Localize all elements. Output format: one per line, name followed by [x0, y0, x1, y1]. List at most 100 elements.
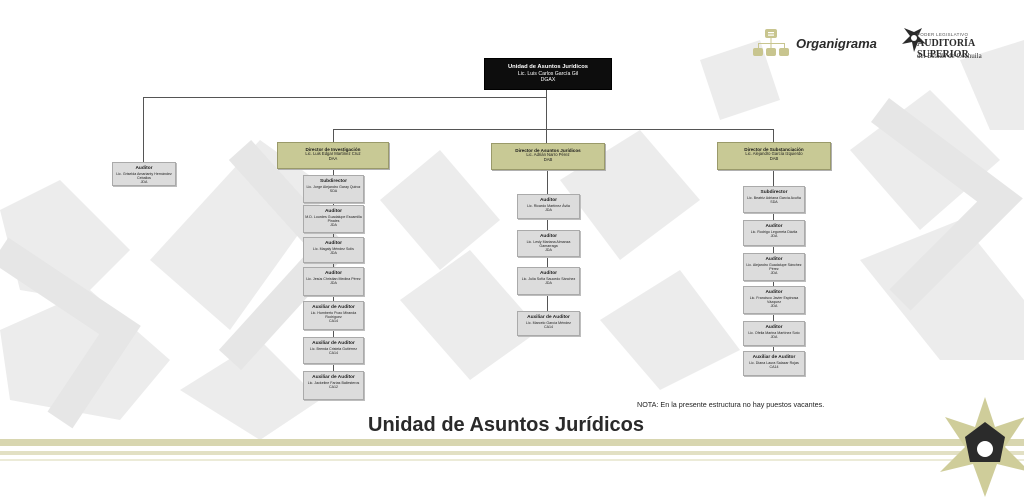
node-title: Auditor: [539, 198, 558, 203]
node-code: JDA: [770, 233, 778, 238]
staff-box: Auditor Lic. Ofelia Marina Martínez Soto…: [743, 321, 805, 346]
staff-box: Auditor Lic. Rodrigo Legorreta Dávila JD…: [743, 220, 805, 246]
staff-box: Auditor Lic. Magaly Méndez Solís JDA: [303, 237, 364, 263]
node-code: JDA: [330, 223, 337, 228]
node-name: Lic. Francisco Javier Espinosa Vázquez: [749, 295, 799, 304]
connector-line: [143, 97, 144, 163]
director-code: DAB: [769, 156, 779, 162]
node-name: Lic. Jorge Alejandro Garay Quiroz: [306, 184, 361, 189]
node-title: Auditor: [765, 224, 783, 229]
head-box: Unidad de Asuntos Jurídicos Lic. Luis Ca…: [484, 58, 612, 90]
director-title: Director de Substanciación: [744, 147, 804, 152]
node-code: JDA: [330, 280, 337, 285]
staff-box: Auditor Lic. Ricardo Martínez Ávila JDA: [517, 194, 580, 219]
staff-box: Auxiliar de Auditor Lic. Jackeline Faría…: [303, 371, 364, 400]
head-code: DGAX: [540, 76, 556, 83]
node-name: Lic. Magaly Méndez Solís: [313, 246, 354, 251]
node-name: Lic. Brenda Cristela Gutiérrez: [309, 346, 358, 351]
side-auditor-box: Auditor Lic. Griselda Amarianty Hernánde…: [112, 162, 176, 186]
staff-box: Auditor Lic. Francisco Javier Espinosa V…: [743, 286, 805, 314]
staff-box: Auditor Lic. Jesús Christian Medina Pére…: [303, 267, 364, 296]
node-code: CA14: [544, 324, 553, 329]
director-code: DAA: [328, 156, 338, 162]
node-title: Auditor: [135, 166, 153, 171]
node-name: Lic. Humberto Pozo Miranda Rodríguez: [310, 310, 357, 319]
node-code: JDA: [770, 304, 778, 309]
staff-box: Auxiliar de Auditor Lic. Diana Laura Sal…: [743, 351, 805, 376]
node-name: Lic. Ricardo Martínez Ávila: [527, 203, 570, 208]
director-box: Director de Investigación Lic. Luis Edga…: [277, 142, 389, 169]
staff-box: Subdirector Lic. Jorge Alejandro Garay Q…: [303, 175, 364, 203]
director-box: Director de Substanciación Lic. Alejandr…: [717, 142, 831, 170]
node-code: JDA: [770, 334, 778, 339]
node-title: Auditor: [324, 271, 343, 276]
staff-box: Auditor M.D. Lourdes Guadalupe Escamilla…: [303, 205, 364, 233]
asec-logo-subtitle: del Estado de Coahuila: [917, 52, 982, 60]
node-title: Auditor: [324, 209, 343, 214]
staff-box: Auxiliar de Auditor Lic. Brenda Cristela…: [303, 337, 364, 364]
node-title: Auditor: [765, 290, 783, 295]
node-name: Lic. Diana Laura Salazar Rojas: [749, 360, 799, 365]
director-title: Director de Asuntos Jurídicos: [515, 148, 581, 153]
node-title: Auxiliar de Auditor: [752, 355, 796, 360]
organigrama-icon: [753, 29, 789, 56]
node-title: Subdirector: [760, 190, 788, 195]
organigrama-label: Organigrama: [796, 36, 877, 51]
connector-line: [773, 129, 774, 142]
head-title: Unidad de Asuntos Jurídicos: [508, 64, 588, 70]
connector-line: [546, 90, 547, 98]
page-title: Unidad de Asuntos Jurídicos: [368, 414, 644, 436]
staff-box: Subdirector Lic. Beatriz Adriana García …: [743, 186, 805, 213]
node-code: JDA: [545, 280, 552, 285]
asec-logo-top-text: PODER LEGISLATIVO: [917, 32, 969, 37]
node-name: M.D. Lourdes Guadalupe Escamilla Pinales: [305, 214, 362, 223]
node-code: SDA: [329, 188, 338, 193]
node-title: Subdirector: [320, 179, 347, 184]
connector-line: [546, 129, 547, 143]
node-code: SDA: [770, 199, 778, 204]
node-code: JDA: [140, 180, 148, 185]
node-title: Auditor: [765, 257, 783, 262]
director-title: Director de Investigación: [305, 147, 361, 152]
staff-box: Auxiliar de Auditor Lic. Humberto Pozo M…: [303, 301, 364, 330]
director-name: Lic. Alejandro García Izquierdo: [745, 151, 803, 157]
node-code: JDA: [545, 207, 552, 212]
node-name: Lic. Griselda Amarianty Hernández Ceball…: [116, 171, 172, 180]
connector-line: [143, 97, 547, 98]
staff-box: Auditor Lic. Alejandro Guadalupe Sánchez…: [743, 253, 805, 281]
node-code: CA14: [769, 364, 779, 369]
node-name: Lic. Marcelo García Méndez: [526, 320, 571, 325]
node-name: Lic. Lesly Mariana Almanza Gamarraga: [526, 239, 571, 248]
node-title: Auditor: [324, 241, 343, 246]
asec-logo-name: AUDITORÍA SUPERIOR: [917, 38, 975, 60]
director-name: Lic. Luis Edgar Martínez Cruz: [305, 151, 361, 157]
director-box: Director de Asuntos Jurídicos Lic. Adriá…: [491, 143, 605, 170]
node-title: Auxiliar de Auditor: [312, 341, 355, 346]
node-name: Lic. Beatriz Adriana García Acuña: [747, 195, 801, 200]
node-name: Lic. Julia Sofía Saucedo Sánchez: [521, 276, 576, 281]
asec-logo-icon: [902, 28, 926, 52]
node-title: Auxiliar de Auditor: [312, 375, 355, 380]
node-code: CA14: [329, 350, 338, 355]
node-name: Lic. Ofelia Marina Martínez Soto: [748, 330, 800, 335]
staff-box: Auditor Lic. Lesly Mariana Almanza Gamar…: [517, 230, 580, 257]
connector-line: [333, 129, 334, 142]
node-code: CA14: [329, 319, 338, 324]
node-title: Auditor: [539, 271, 558, 276]
staff-box: Auditor Lic. Julia Sofía Saucedo Sánchez…: [517, 267, 580, 295]
node-code: JDA: [330, 250, 337, 255]
connector-line: [546, 97, 547, 130]
node-title: Auxiliar de Auditor: [312, 305, 355, 310]
connector-line: [333, 129, 774, 130]
vacancy-note: NOTA: En la presente estructura no hay p…: [637, 400, 825, 409]
head-name: Lic. Luis Carlos García Gil: [517, 70, 579, 77]
node-name: Lic. Jesús Christian Medina Pérez: [306, 276, 361, 281]
director-name: Lic. Adrián Narro Pérez: [526, 152, 570, 158]
node-code: JDA: [770, 271, 778, 276]
node-code: JDA: [545, 248, 552, 253]
node-code: CA12: [329, 384, 338, 389]
staff-box: Auxiliar de Auditor Lic. Marcelo García …: [517, 311, 580, 336]
node-name: Lic. Rodrigo Legorreta Dávila: [750, 229, 798, 234]
node-title: Auxiliar de Auditor: [527, 315, 570, 320]
